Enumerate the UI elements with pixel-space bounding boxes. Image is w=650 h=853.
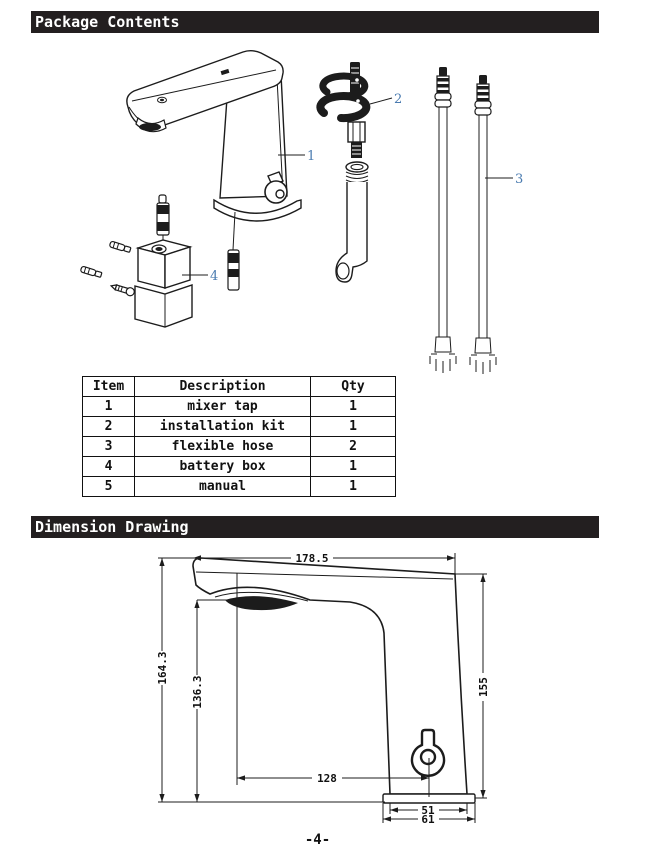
- table-header-row: Item Description Qty: [82, 376, 396, 397]
- callout-installation-kit: 2: [394, 92, 402, 107]
- package-contents-diagram: 1: [80, 50, 523, 374]
- faucet-side-view: [192, 557, 476, 804]
- table-row: 2 installation kit 1: [82, 416, 396, 437]
- header-qty: Qty: [310, 376, 396, 397]
- callout-flexible-hose: 3: [515, 172, 523, 187]
- table-row: 3 flexible hose 2: [82, 436, 396, 457]
- cell-qty: 1: [310, 476, 396, 497]
- cell-description: manual: [134, 476, 311, 497]
- flexible-hose-drawing: 3: [429, 67, 523, 374]
- dimension-drawing-header: Dimension Drawing: [31, 516, 599, 538]
- cell-item: 4: [82, 456, 135, 477]
- page-number: -4-: [304, 832, 331, 848]
- dim-base-inner-width: 51: [421, 804, 435, 817]
- table-row: 5 manual 1: [82, 476, 396, 497]
- cell-qty: 2: [310, 436, 396, 457]
- hose-a-nut-dashes: [429, 353, 457, 373]
- cell-qty: 1: [310, 416, 396, 437]
- dim-sensor-offset: 128: [317, 772, 337, 785]
- dim-aerator-height: 136.3: [191, 675, 204, 708]
- dim-total-height: 164.3: [156, 651, 169, 684]
- cell-description: flexible hose: [134, 436, 311, 457]
- cell-description: battery box: [134, 456, 311, 477]
- mixer-tap-drawing: 1: [126, 50, 315, 291]
- cell-item: 2: [82, 416, 135, 437]
- header-description: Description: [134, 376, 311, 397]
- cell-item: 5: [82, 476, 135, 497]
- callout-battery-box: 4: [210, 269, 218, 284]
- cell-description: installation kit: [134, 416, 311, 437]
- dim-base-outer-width: 61: [421, 813, 435, 826]
- table-row: 4 battery box 1: [82, 456, 396, 477]
- dimension-lines: 178.5 164.3 136.3 155 128: [156, 552, 490, 826]
- cell-qty: 1: [310, 396, 396, 417]
- battery-box-drawing: 4: [80, 194, 218, 328]
- cell-qty: 1: [310, 456, 396, 477]
- cell-description: mixer tap: [134, 396, 311, 417]
- parts-table: Item Description Qty 1 mixer tap 1 2 ins…: [82, 376, 396, 497]
- package-contents-header: Package Contents: [31, 11, 599, 33]
- cell-item: 1: [82, 396, 135, 417]
- installation-kit-drawing: 2: [316, 62, 402, 283]
- table-row: 1 mixer tap 1: [82, 396, 396, 417]
- dimension-diagram: 178.5 164.3 136.3 155 128: [156, 552, 490, 826]
- dim-spout-length: 178.5: [295, 552, 328, 565]
- cell-item: 3: [82, 436, 135, 457]
- hose-b-nut-dashes: [469, 354, 497, 374]
- header-item: Item: [82, 376, 135, 397]
- dim-body-height: 155: [477, 677, 490, 697]
- callout-mixer-tap: 1: [307, 149, 315, 164]
